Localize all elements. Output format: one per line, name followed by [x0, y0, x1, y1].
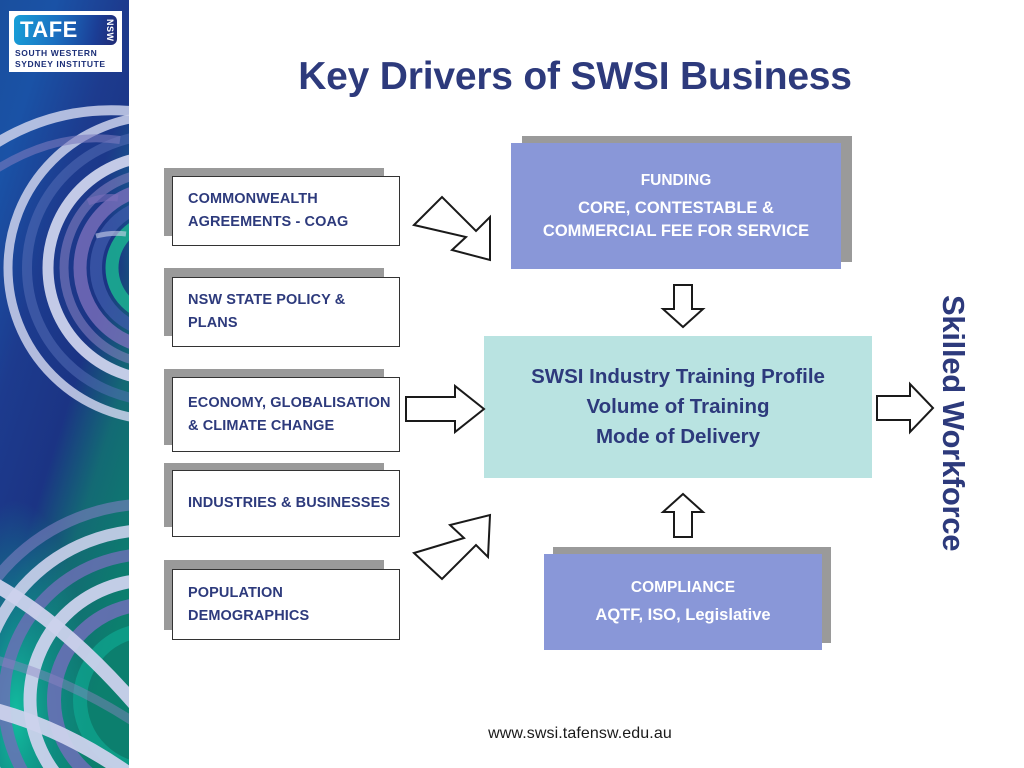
- funding-body: CORE, CONTESTABLE & COMMERCIAL FEE FOR S…: [542, 199, 810, 240]
- logo-institute-line-2: SYDNEY INSTITUTE: [15, 58, 106, 69]
- driver-box-nsw-state-policy: NSW STATE POLICY & PLANS: [172, 277, 400, 347]
- compliance-heading: COMPLIANCE: [630, 579, 736, 597]
- compliance-box: COMPLIANCE AQTF, ISO, Legislative: [544, 554, 822, 650]
- sidebar-right-edge: [129, 0, 133, 768]
- logo-nsw-text: NSW: [105, 19, 115, 42]
- sidebar-pattern-svg: [0, 0, 133, 768]
- driver-label: NSW STATE POLICY & PLANS: [188, 292, 346, 331]
- arrow-diagonal-up-right-icon: [412, 513, 492, 581]
- driver-label: COMMONWEALTH AGREEMENTS - COAG: [188, 191, 349, 230]
- logo-brand-text: TAFE: [20, 17, 78, 42]
- outcome-label: Skilled Workforce: [930, 268, 976, 578]
- driver-box-population-demographics: POPULATION DEMOGRAPHICS: [172, 569, 400, 640]
- driver-box-industries-businesses: INDUSTRIES & BUSINESSES: [172, 470, 400, 537]
- center-line-3: Mode of Delivery: [595, 425, 761, 448]
- driver-box-economy-globalisation: ECONOMY, GLOBALISATION & CLIMATE CHANGE: [172, 377, 400, 452]
- decorative-sidebar: [0, 0, 133, 768]
- footer-url: www.swsi.tafensw.edu.au: [488, 725, 672, 742]
- arrow-diagonal-down-right-icon: [412, 195, 491, 262]
- driver-label: POPULATION DEMOGRAPHICS: [188, 584, 310, 624]
- funding-box: FUNDING CORE, CONTESTABLE & COMMERCIAL F…: [511, 143, 841, 269]
- logo-badge: TAFE NSW: [14, 15, 117, 45]
- driver-label: INDUSTRIES & BUSINESSES: [188, 495, 391, 511]
- arrow-right-to-center-icon: [405, 383, 486, 435]
- arrow-down-funding-to-center-icon: [660, 284, 706, 329]
- arrow-up-compliance-to-center-icon: [660, 492, 706, 538]
- arrow-right-to-outcome-icon: [876, 381, 935, 435]
- center-line-2: Volume of Training: [586, 395, 770, 418]
- center-line-1: SWSI Industry Training Profile: [531, 365, 825, 388]
- driver-label: ECONOMY, GLOBALISATION & CLIMATE CHANGE: [188, 394, 391, 434]
- outcome-label-text: Skilled Workforce: [936, 294, 971, 552]
- funding-heading: FUNDING: [640, 172, 712, 189]
- center-box-text: SWSI Industry Training Profile Volume of…: [531, 362, 825, 452]
- logo-institute-line-1: SOUTH WESTERN: [15, 48, 98, 58]
- compliance-body: AQTF, ISO, Legislative: [595, 606, 771, 625]
- driver-box-commonwealth-agreements: COMMONWEALTH AGREEMENTS - COAG: [172, 176, 400, 246]
- tafe-nsw-logo: TAFE NSW SOUTH WESTERN SYDNEY INSTITUTE: [9, 11, 122, 72]
- page-title: Key Drivers of SWSI Business: [298, 55, 852, 98]
- center-output-box: SWSI Industry Training Profile Volume of…: [484, 336, 872, 478]
